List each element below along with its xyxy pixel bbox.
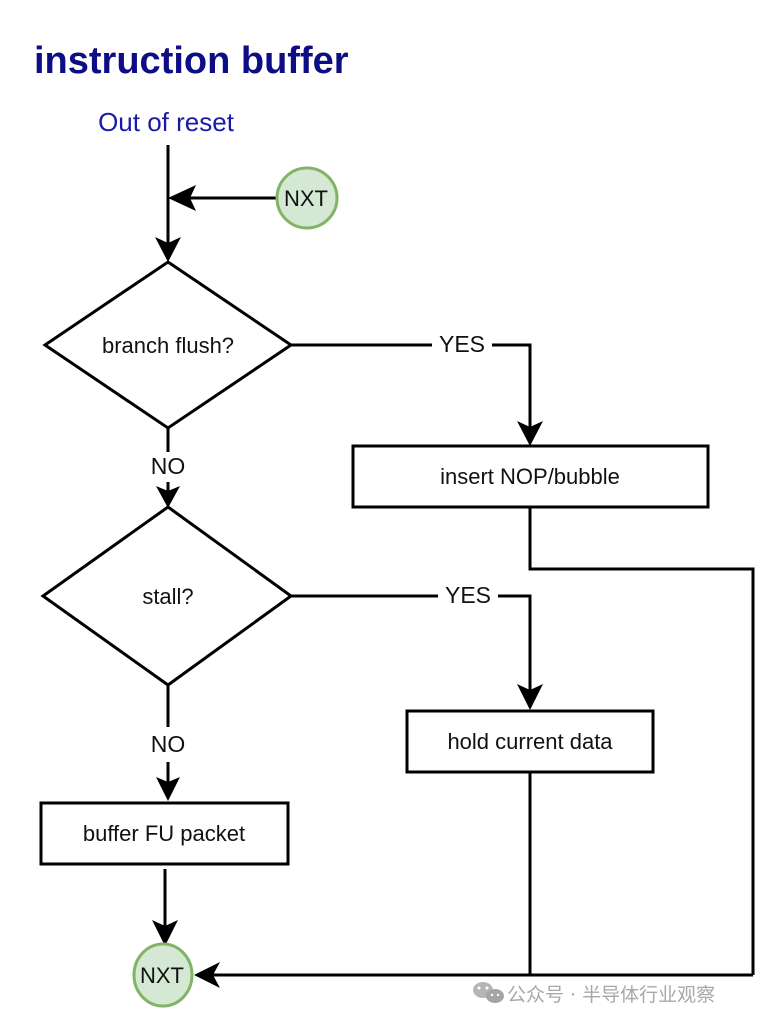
nxt-circle-top bbox=[275, 166, 339, 230]
stall-no-label: NO bbox=[151, 731, 186, 757]
stall-label: stall? bbox=[142, 584, 193, 609]
arrowhead-to-nxt-bottom bbox=[152, 920, 178, 946]
wechat-icon bbox=[473, 982, 504, 1003]
nxt-top-label: NXT bbox=[284, 186, 328, 211]
arrowhead-to-hold-data bbox=[517, 684, 543, 710]
arrowhead-to-buffer-packet bbox=[156, 777, 180, 801]
watermark-text: 公众号 · 半导体行业观察 bbox=[507, 984, 715, 1006]
insert-nop-label: insert NOP/bubble bbox=[440, 464, 620, 489]
insert-nop-box bbox=[351, 444, 710, 509]
branch-no-label: NO bbox=[151, 453, 186, 479]
arrowhead-from-nxt-top bbox=[168, 185, 196, 211]
diagram-title: instruction buffer bbox=[34, 40, 349, 82]
nxt-connector-top[interactable]: NXT bbox=[275, 166, 339, 230]
nxt-bottom-label: NXT bbox=[140, 963, 184, 988]
stall-yes-line-b bbox=[498, 594, 532, 694]
decision-branch-flush[interactable]: branch flush? bbox=[42, 260, 294, 430]
hold-data-label: hold current data bbox=[447, 729, 613, 754]
process-insert-nop[interactable]: insert NOP/bubble bbox=[351, 444, 710, 509]
insert-nop-return-line bbox=[528, 507, 755, 975]
start-label: Out of reset bbox=[98, 107, 235, 137]
process-hold-data[interactable]: hold current data bbox=[405, 709, 655, 774]
decision-stall[interactable]: stall? bbox=[40, 505, 294, 687]
hold-data-box bbox=[405, 709, 655, 774]
arrowhead-to-insert-nop bbox=[517, 421, 543, 446]
nxt-circle-bottom bbox=[132, 942, 194, 1008]
arrowhead-to-branch-flush bbox=[155, 237, 181, 262]
process-buffer-packet[interactable]: buffer FU packet bbox=[39, 801, 290, 866]
branch-flush-label: branch flush? bbox=[102, 333, 234, 358]
arrowhead-to-stall bbox=[156, 486, 180, 508]
stall-yes-label: YES bbox=[445, 582, 491, 608]
branch-yes-label: YES bbox=[439, 331, 485, 357]
branch-yes-line-b bbox=[492, 343, 532, 430]
arrowhead-into-nxt-bottom bbox=[194, 962, 220, 988]
buffer-packet-box bbox=[39, 801, 290, 866]
buffer-packet-label: buffer FU packet bbox=[83, 821, 245, 846]
nxt-connector-bottom[interactable]: NXT bbox=[132, 942, 194, 1008]
watermark: 公众号 · 半导体行业观察 bbox=[473, 982, 715, 1006]
